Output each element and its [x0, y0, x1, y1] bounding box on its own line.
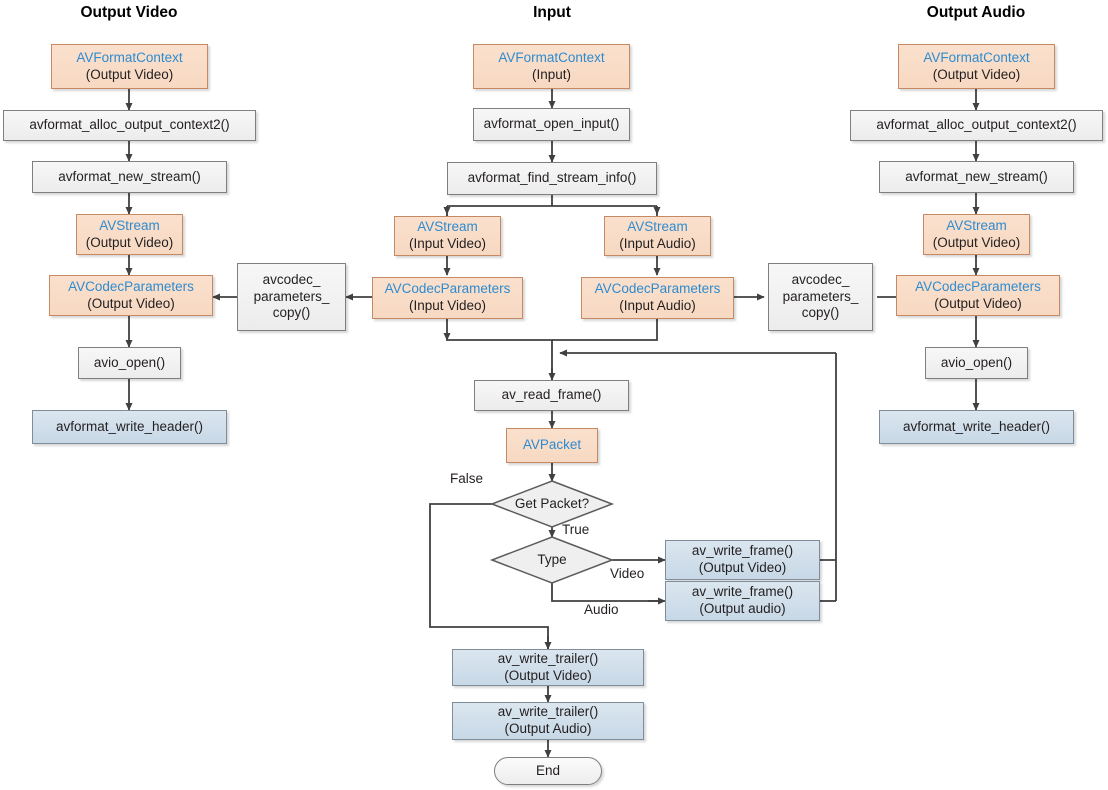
- node-line-1: avformat_alloc_output_context2(): [876, 117, 1077, 133]
- node-output-video-avstream[interactable]: AVStream (Output Video): [76, 214, 183, 255]
- node-line-2: (Output Video): [932, 66, 1021, 82]
- node-line-1: avcodec_: [791, 271, 850, 287]
- node-line-1: avformat_open_input(): [483, 116, 620, 132]
- decision-get-packet[interactable]: Get Packet?: [492, 481, 612, 527]
- node-line-1: AVStream: [99, 217, 160, 233]
- node-line-1: AVPacket: [522, 437, 582, 453]
- node-output-audio-new-stream[interactable]: avformat_new_stream(): [879, 161, 1074, 193]
- node-avcodec-parameters-copy-left[interactable]: avcodec_ parameters_ copy(): [237, 263, 346, 331]
- node-line-1: avformat_find_stream_info(): [467, 170, 637, 186]
- node-av-write-trailer-output-audio[interactable]: av_write_trailer() (Output Audio): [452, 702, 644, 740]
- node-output-video-avformatcontext[interactable]: AVFormatContext (Output Video): [51, 44, 208, 89]
- node-line-2: (Output Video): [932, 234, 1021, 250]
- decision-label: Get Packet?: [514, 495, 590, 511]
- node-line-2: (Output Video): [934, 295, 1022, 311]
- edge-label-video: Video: [610, 566, 645, 581]
- node-av-write-trailer-output-video[interactable]: av_write_trailer() (Output Video): [452, 649, 644, 686]
- node-line-1: AVStream: [946, 217, 1007, 233]
- node-line-1: avformat_new_stream(): [905, 168, 1048, 184]
- node-line-1: av_write_trailer(): [497, 704, 599, 720]
- node-line-2: (Output Video): [87, 295, 175, 311]
- column-title-output-audio: Output Audio: [926, 4, 1026, 21]
- node-line-2: (Output audio): [699, 601, 786, 616]
- node-input-avstream-video[interactable]: AVStream (Input Video): [394, 216, 501, 256]
- node-output-audio-avcodecparameters[interactable]: AVCodecParameters (Output Video): [896, 275, 1060, 316]
- edge-label-false: False: [450, 471, 484, 486]
- node-line-1: AVCodecParameters: [594, 281, 721, 297]
- node-line-1: av_read_frame(): [501, 387, 602, 403]
- node-line-2: (Output Video): [85, 66, 174, 82]
- node-line-1: av_write_frame(): [691, 584, 794, 600]
- node-line-1: AVStream: [627, 219, 688, 235]
- node-line-1: avformat_write_header(): [55, 418, 204, 434]
- node-line-1: AVFormatContext: [498, 49, 605, 65]
- node-line-2: (Input Video): [408, 236, 487, 251]
- node-line-1: AVCodecParameters: [68, 278, 194, 294]
- node-line-2: (Input Audio): [619, 298, 696, 313]
- node-input-open-input[interactable]: avformat_open_input(): [473, 108, 630, 141]
- node-line-2: (Output Video): [698, 560, 787, 575]
- node-av-write-frame-output-audio[interactable]: av_write_frame() (Output audio): [665, 581, 820, 621]
- node-input-avcodecparameters-video[interactable]: AVCodecParameters (Input Video): [372, 277, 523, 319]
- node-output-video-alloc-output-context2[interactable]: avformat_alloc_output_context2(): [3, 110, 256, 141]
- column-title-input: Input: [533, 4, 571, 21]
- column-title-output-video: Output Video: [80, 4, 178, 21]
- node-line-1: avio_open(): [940, 354, 1013, 370]
- node-line-2: (Output Audio): [504, 721, 592, 736]
- node-output-video-new-stream[interactable]: avformat_new_stream(): [32, 161, 227, 193]
- node-output-audio-alloc-output-context2[interactable]: avformat_alloc_output_context2(): [850, 110, 1103, 141]
- node-input-find-stream-info[interactable]: avformat_find_stream_info(): [447, 162, 657, 195]
- node-line-2: parameters_: [253, 288, 330, 304]
- node-line-2: (Output Video): [504, 667, 592, 683]
- node-line-1: avformat_new_stream(): [58, 168, 201, 184]
- node-line-2: (Input): [531, 66, 572, 82]
- node-output-video-write-header[interactable]: avformat_write_header(): [32, 410, 227, 444]
- node-output-video-avcodecparameters[interactable]: AVCodecParameters (Output Video): [49, 275, 213, 316]
- node-av-write-frame-output-video[interactable]: av_write_frame() (Output Video): [665, 540, 820, 580]
- node-line-2: (Input Video): [408, 298, 487, 313]
- node-line-2: (Output Video): [85, 234, 174, 250]
- node-end-terminator[interactable]: End: [494, 757, 602, 785]
- node-line-1: AVCodecParameters: [915, 278, 1041, 294]
- node-input-avstream-audio[interactable]: AVStream (Input Audio): [604, 216, 711, 256]
- node-line-1: AVStream: [417, 219, 478, 235]
- node-line-1: avio_open(): [93, 354, 166, 370]
- node-line-3: copy(): [801, 305, 840, 321]
- node-output-audio-avformatcontext[interactable]: AVFormatContext (Output Video): [898, 44, 1055, 89]
- node-line-1: AVFormatContext: [923, 49, 1030, 65]
- node-output-video-avio-open[interactable]: avio_open(): [78, 347, 181, 379]
- node-line-1: avcodec_: [262, 271, 321, 287]
- node-output-audio-write-header[interactable]: avformat_write_header(): [879, 410, 1074, 444]
- node-line-1: End: [535, 762, 561, 778]
- node-line-1: avformat_alloc_output_context2(): [29, 117, 230, 133]
- node-line-1: av_write_trailer(): [497, 650, 599, 666]
- node-output-audio-avio-open[interactable]: avio_open(): [925, 347, 1028, 379]
- decision-label: Type: [537, 551, 567, 567]
- node-input-avformatcontext[interactable]: AVFormatContext (Input): [473, 44, 630, 89]
- decision-type[interactable]: Type: [492, 537, 612, 583]
- node-line-1: avformat_write_header(): [902, 418, 1051, 434]
- node-line-3: copy(): [272, 305, 311, 321]
- node-input-avcodecparameters-audio[interactable]: AVCodecParameters (Input Audio): [581, 277, 734, 319]
- node-line-1: av_write_frame(): [691, 543, 794, 559]
- node-line-2: (Input Audio): [619, 236, 696, 251]
- node-avcodec-parameters-copy-right[interactable]: avcodec_ parameters_ copy(): [768, 263, 873, 331]
- node-line-2: parameters_: [782, 288, 859, 304]
- node-input-avpacket[interactable]: AVPacket: [506, 428, 598, 463]
- node-line-1: AVFormatContext: [76, 49, 183, 65]
- node-input-av-read-frame[interactable]: av_read_frame(): [474, 380, 629, 411]
- edge-label-audio: Audio: [584, 602, 619, 617]
- node-output-audio-avstream[interactable]: AVStream (Output Video): [923, 214, 1030, 255]
- edge-label-true: True: [562, 522, 590, 537]
- node-line-1: AVCodecParameters: [384, 281, 511, 297]
